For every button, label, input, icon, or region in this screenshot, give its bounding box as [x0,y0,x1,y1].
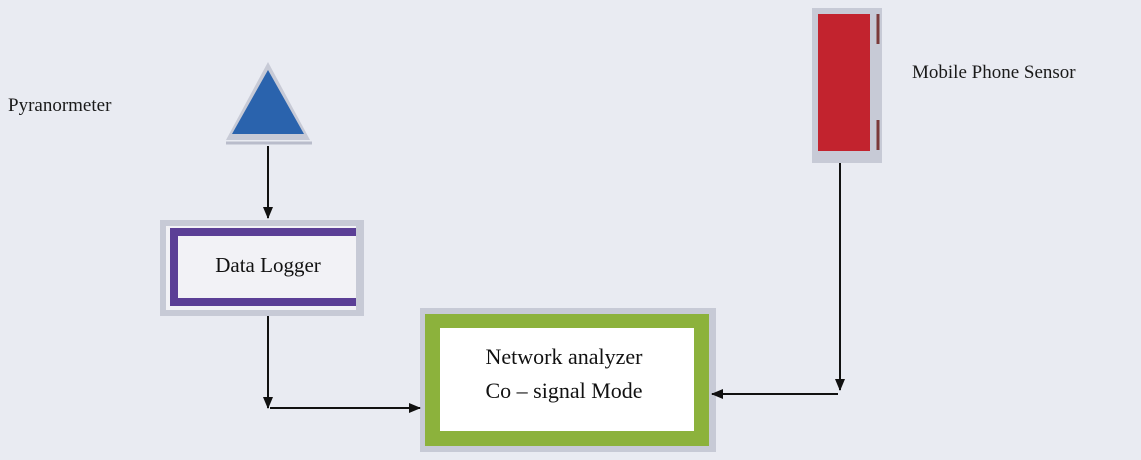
data-logger-label: Data Logger [215,253,321,277]
mobile-phone-sensor-label: Mobile Phone Sensor [912,62,1076,83]
data-logger-frame [170,228,356,306]
phone-sensor-icon [818,14,870,151]
mobile-phone-sensor-node [812,8,882,163]
data-logger-node: Data Logger [160,220,364,316]
pyranometer-node [226,62,312,145]
network-analyzer-line2: Co – signal Mode [485,378,642,403]
network-analyzer-node: Network analyzer Co – signal Mode [420,308,716,452]
pyranometer-triangle-icon [232,70,304,134]
network-analyzer-line1: Network analyzer [486,344,644,369]
pyranometer-label: Pyranormeter [8,95,112,116]
